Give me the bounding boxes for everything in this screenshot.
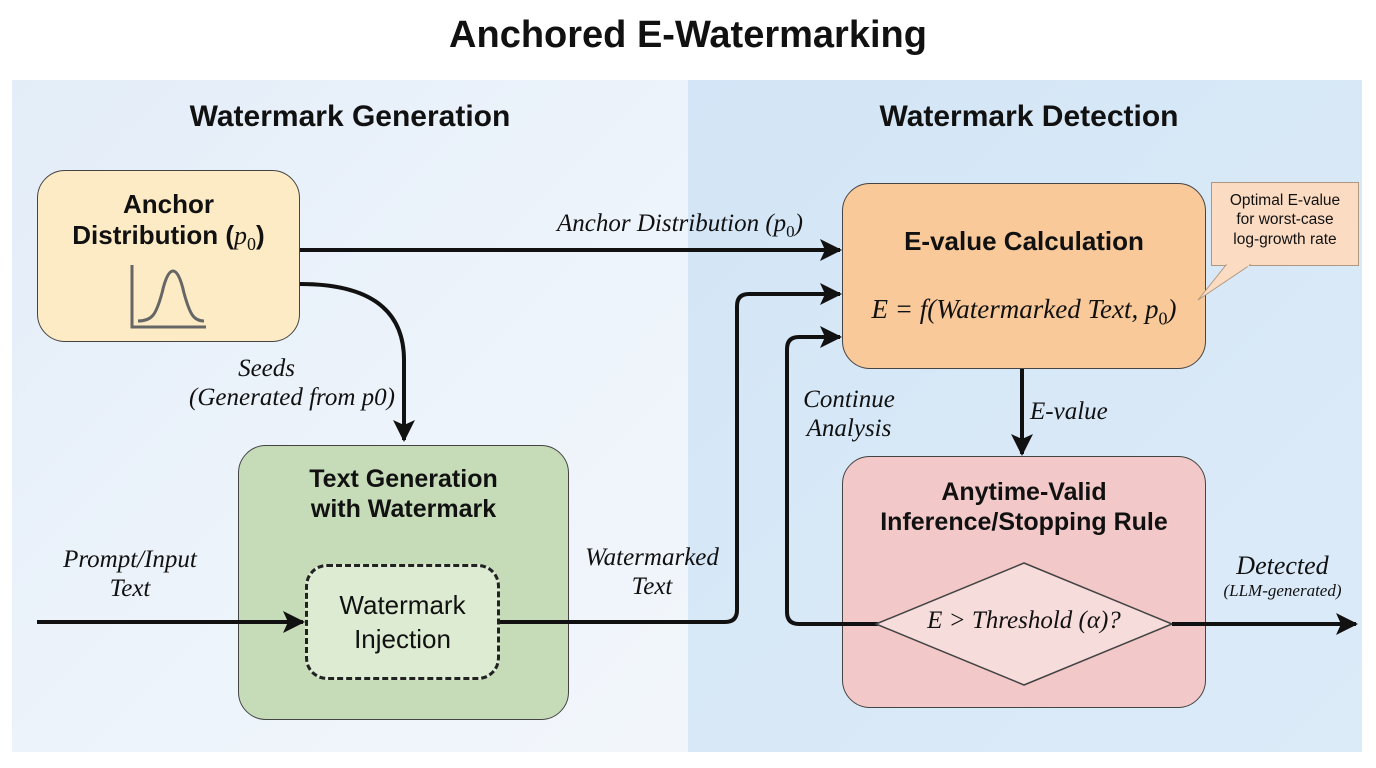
bell-curve-icon <box>130 265 206 329</box>
stopping-rule-title: Anytime-Valid Inference/Stopping Rule <box>880 478 1168 536</box>
label-evalue: E-value <box>1030 398 1108 425</box>
anchor-distribution-node[interactable]: Anchor Distribution (p0) <box>37 170 300 342</box>
decision-diamond <box>875 562 1173 686</box>
text-generation-title: Text Generation with Watermark <box>309 465 498 523</box>
evalue-calculation-node[interactable]: E-value Calculation E = f(Watermarked Te… <box>842 183 1206 369</box>
arrow-continue-analysis <box>785 326 878 626</box>
optimal-evalue-callout: Optimal E-value for worst-case log-growt… <box>1211 182 1359 266</box>
diagram-title: Anchored E-Watermarking <box>449 14 927 56</box>
label-detected: Detected (LLM-generated) <box>1223 551 1342 600</box>
anchor-node-title: Anchor Distribution (p0) <box>72 189 265 255</box>
evalue-formula: E = f(Watermarked Text, p0) <box>871 294 1177 329</box>
label-seeds: Seeds (Generated from p0) <box>189 355 395 411</box>
arrow-watermarked-text <box>500 283 842 624</box>
callout-pointer <box>1197 264 1252 301</box>
label-continue-analysis: Continue Analysis <box>803 386 895 442</box>
arrow-seeds <box>299 282 415 442</box>
label-anchor-distribution: Anchor Distribution (p0) <box>557 210 803 241</box>
label-prompt-input: Prompt/Input Text <box>63 546 197 602</box>
generation-section-title: Watermark Generation <box>189 100 511 133</box>
watermark-injection-node[interactable]: Watermark Injection <box>305 564 500 680</box>
evalue-calc-title: E-value Calculation <box>904 226 1144 256</box>
detection-section-title: Watermark Detection <box>879 100 1179 133</box>
label-watermarked-text: Watermarked Text <box>585 544 719 600</box>
decision-text: E > Threshold (α)? <box>927 607 1121 634</box>
